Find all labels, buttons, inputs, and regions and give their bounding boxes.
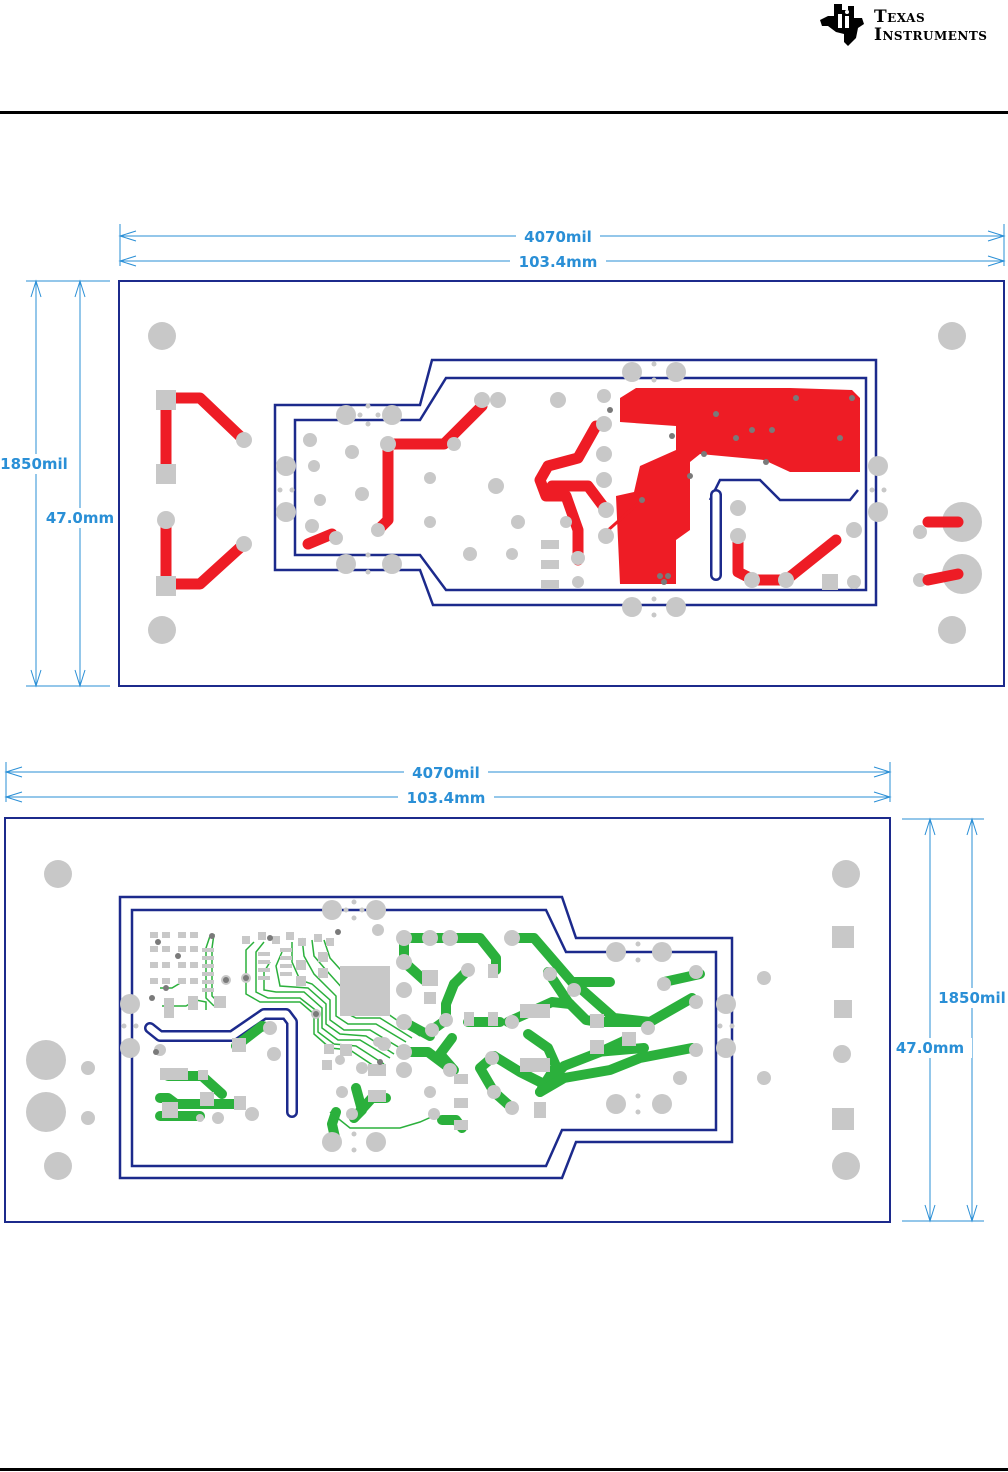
ti-logo-wordmark: Texas Instruments (874, 8, 987, 44)
board-outline (118, 280, 1005, 687)
ti-logo-line2: Instruments (874, 25, 988, 45)
ti-logo-line1: Texas (874, 7, 926, 27)
footer-rule (0, 1468, 1008, 1471)
width-mil-label: 4070mil (412, 764, 480, 782)
height-mm-label: 47.0mm (896, 1039, 964, 1057)
height-mm-label: 47.0mm (46, 509, 114, 527)
height-mil-label: 1850mil (938, 989, 1006, 1007)
pcb-bottom-layer-figure: 4070mil 103.4mm 1850mil 47.0mm (0, 752, 1008, 1232)
board-outline (4, 817, 891, 1223)
pcb-top-layer-figure: 4070mil 103.4mm 1850mil 47.0mm (0, 210, 1008, 700)
width-mm-label: 103.4mm (519, 253, 598, 271)
ti-logo: Texas Instruments (818, 2, 1006, 50)
height-mil-label: 1850mil (0, 455, 68, 473)
ti-logo-icon (820, 4, 864, 46)
header-rule (0, 111, 1008, 114)
width-mm-label: 103.4mm (407, 789, 486, 807)
width-mil-label: 4070mil (524, 228, 592, 246)
